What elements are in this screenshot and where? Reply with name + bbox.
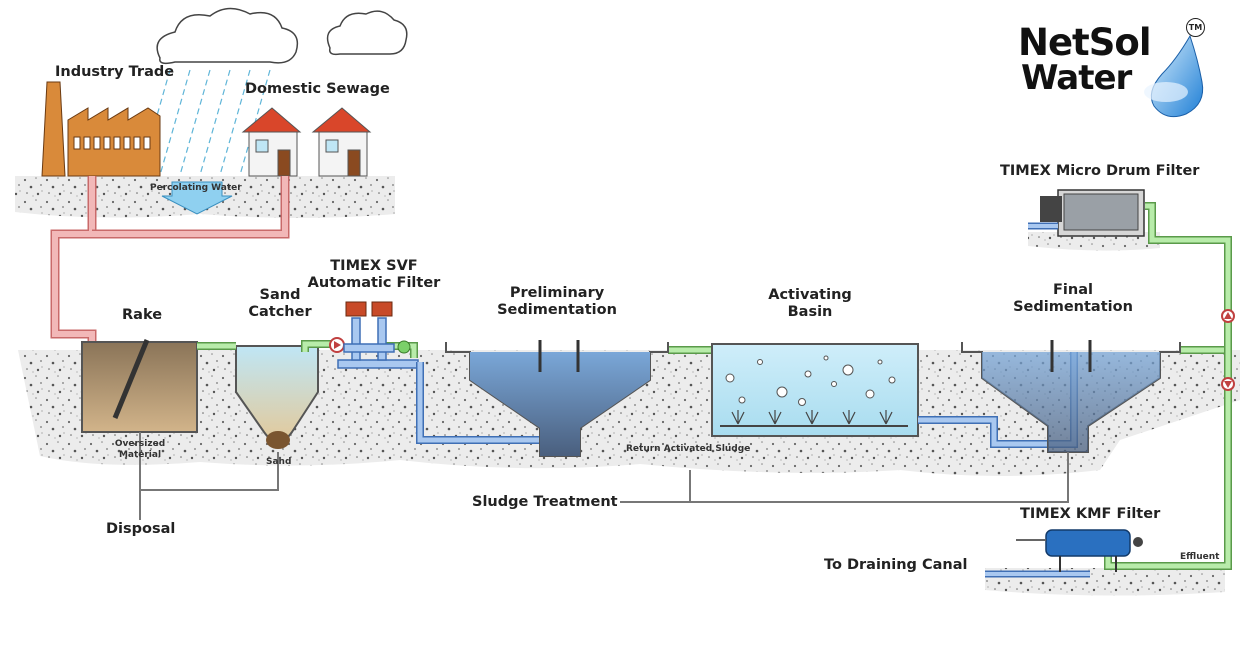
label-final-line2: Sedimentation [1013, 299, 1133, 316]
label-svf-line1: TIMEX SVF [330, 258, 418, 274]
label-sand-catcher-line1: Sand [259, 287, 301, 303]
label-disposal: Disposal [106, 521, 176, 537]
netsol-water-logo: NetSol Water [1018, 24, 1151, 95]
label-oversized-line1: Oversized [114, 439, 166, 449]
label-activating-line2: Basin [787, 304, 833, 321]
label-sand: Sand [266, 457, 292, 467]
logo-line-1: NetSol [1018, 21, 1151, 64]
logo-drop-icon [1144, 34, 1204, 118]
sludge-lines [139, 432, 1069, 520]
label-final-sedimentation: Final Sedimentation [1010, 282, 1136, 317]
label-domestic-sewage: Domestic Sewage [245, 81, 390, 97]
label-svf-line2: Automatic Filter [307, 275, 441, 292]
label-preliminary-line2: Sedimentation [497, 302, 617, 319]
svf-filter [337, 301, 419, 369]
activating-basin-tank [711, 343, 919, 437]
cloud-large [156, 7, 299, 65]
label-to-draining-canal: To Draining Canal [824, 557, 968, 573]
label-oversized-material: Oversized Material [110, 439, 170, 461]
trademark-symbol: TM [1186, 18, 1205, 37]
percolating-arrow [161, 181, 233, 215]
label-sand-catcher-line2: Catcher [248, 304, 312, 321]
label-preliminary-sedimentation: Preliminary Sedimentation [494, 285, 620, 320]
label-return-activated-sludge: Return Activated Sludge [626, 444, 751, 454]
pump-symbol [329, 337, 345, 353]
label-svf-filter: TIMEX SVF Automatic Filter [302, 258, 446, 293]
raw-sewage-pipe [50, 176, 290, 346]
label-effluent: Effluent [1180, 552, 1220, 562]
label-percolating-water: Percolating Water [150, 183, 242, 193]
label-sand-catcher: Sand Catcher [244, 287, 316, 322]
rake-tank [81, 339, 198, 433]
label-oversized-line2: Material [118, 449, 162, 460]
flow-markers [1221, 309, 1235, 391]
label-rake: Rake [122, 307, 163, 323]
ground-main [18, 350, 1240, 476]
label-activating-line1: Activating [768, 287, 852, 303]
sand-catcher-tank [235, 345, 319, 449]
house-1 [241, 107, 302, 177]
preliminary-sedimentation-tank [445, 340, 669, 457]
green-pipes [197, 202, 1232, 570]
label-sludge-treatment: Sludge Treatment [472, 494, 618, 510]
label-industry-trade: Industry Trade [55, 64, 175, 80]
label-kmf-filter: TIMEX KMF Filter [1020, 506, 1161, 522]
cloud-small [326, 10, 408, 56]
house-2 [311, 107, 372, 177]
micro-drum-filter [1028, 189, 1145, 237]
label-micro-drum-filter: TIMEX Micro Drum Filter [1000, 163, 1200, 179]
logo-line-2: Water [1021, 58, 1132, 98]
label-final-line1: Final [1053, 282, 1093, 298]
factory [41, 81, 161, 177]
kmf-filter [985, 529, 1143, 578]
label-preliminary-line1: Preliminary [509, 285, 605, 301]
label-activating-basin: Activating Basin [760, 287, 860, 322]
